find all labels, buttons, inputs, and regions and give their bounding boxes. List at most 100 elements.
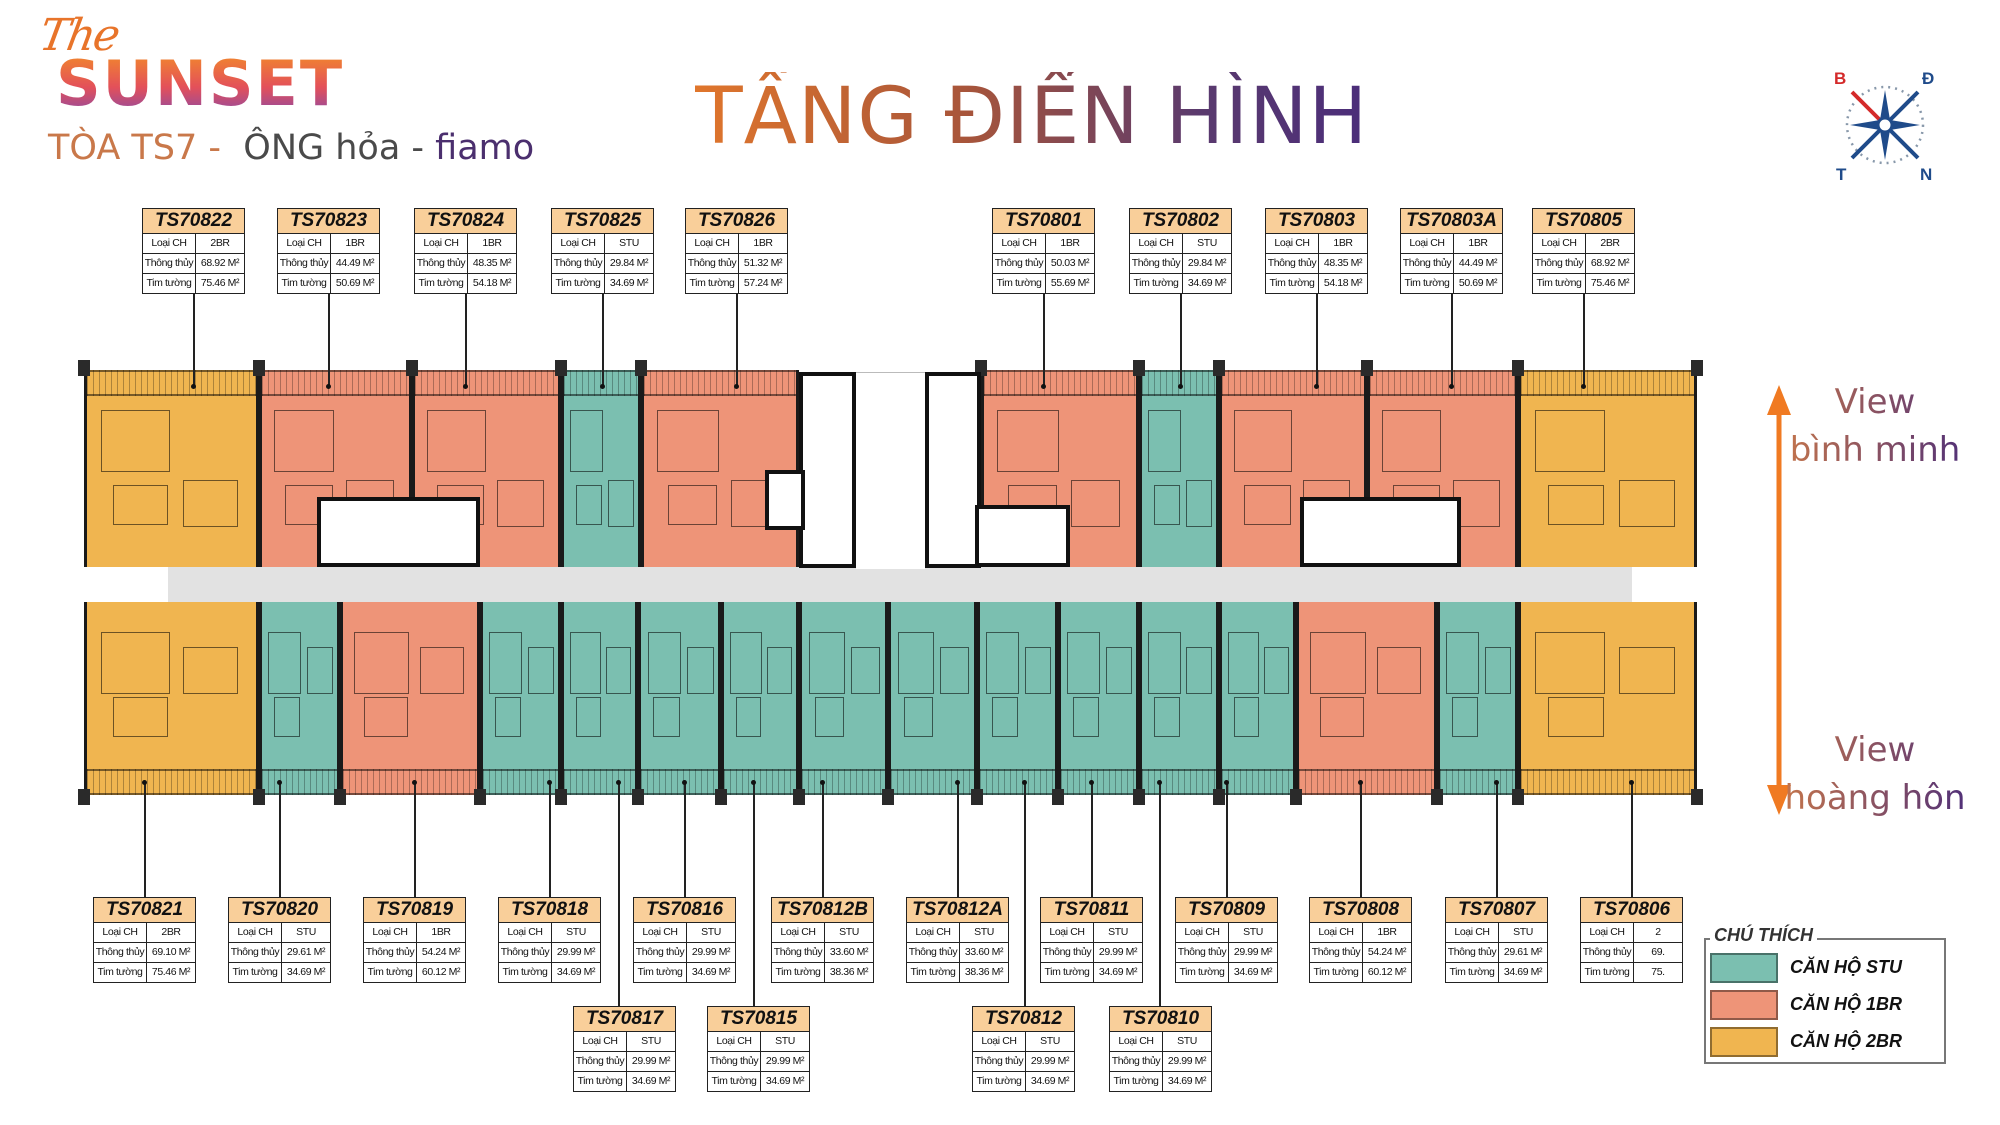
field-label-net: Thông thủy	[708, 1052, 761, 1071]
legend-label-stu: CĂN HỘ STU	[1790, 957, 1902, 977]
unit-code: TS70801	[993, 209, 1094, 234]
column	[1691, 789, 1703, 805]
field-value-gross: 38.36 M²	[829, 966, 869, 978]
corridor	[168, 566, 1632, 604]
floor-plan-unit	[1296, 602, 1437, 795]
bathroom-outline	[346, 480, 395, 527]
field-label-net: Thông thủy	[94, 943, 147, 962]
field-label-gross: Tim tường	[1110, 1072, 1163, 1091]
floor-plan-unit	[1219, 370, 1367, 567]
room-outline	[1535, 632, 1606, 694]
field-label-net: Thông thủy	[634, 943, 687, 962]
compass-n: N	[1920, 165, 1932, 183]
leader-dot	[616, 780, 621, 785]
room-outline	[986, 632, 1020, 694]
leader-dot	[1494, 780, 1499, 785]
field-value-net: 51.32 M²	[743, 257, 783, 269]
field-label-net: Thông thủy	[1130, 254, 1183, 273]
field-label-type: Loại CH	[229, 923, 282, 942]
room-outline	[647, 632, 682, 694]
column	[882, 789, 894, 805]
subtitle-tower: TÒA TS7 -	[48, 128, 233, 168]
field-label-gross: Tim tường	[229, 963, 282, 982]
floor-plan-unit	[84, 602, 259, 795]
leader-line	[465, 290, 467, 385]
field-label-gross: Tim tường	[1130, 274, 1183, 293]
field-label-type: Loại CH	[1110, 1032, 1163, 1051]
field-value-type: STU	[1197, 237, 1217, 249]
leader-line	[414, 782, 416, 897]
leader-dot	[955, 780, 960, 785]
unit-code: TS70807	[1446, 898, 1547, 923]
floor-plan-unit	[888, 602, 977, 795]
unit-code: TS70818	[499, 898, 600, 923]
field-label-net: Thông thủy	[552, 254, 605, 273]
column	[1213, 360, 1225, 376]
balcony	[1061, 769, 1136, 795]
compass-icon: B Đ T N	[1830, 68, 1940, 184]
leader-line	[1024, 782, 1026, 1006]
floor-plan-unit	[412, 370, 561, 567]
legend-swatch-2br	[1710, 1027, 1778, 1057]
field-value-type: 2BR	[210, 237, 230, 249]
leader-line	[1180, 290, 1182, 385]
column	[632, 789, 644, 805]
field-label-gross: Tim tường	[1041, 963, 1094, 982]
leader-line	[684, 782, 686, 897]
field-label-net: Thông thủy	[229, 943, 282, 962]
unit-code: TS70806	[1581, 898, 1682, 923]
field-value-net: 29.61 M²	[1503, 946, 1543, 958]
room-outline	[274, 410, 335, 472]
floor-plan-unit	[1219, 602, 1296, 795]
field-label-type: Loại CH	[1176, 923, 1229, 942]
leader-line	[1091, 782, 1093, 897]
unit-code: TS70805	[1533, 209, 1634, 234]
balcony	[1440, 769, 1515, 795]
field-label-net: Thông thủy	[364, 943, 417, 962]
leader-dot	[463, 384, 468, 389]
field-label-type: Loại CH	[574, 1032, 627, 1051]
unit-code: TS70812B	[772, 898, 873, 923]
field-value-type: STU	[296, 926, 316, 938]
floor-plan-unit	[641, 370, 799, 567]
column	[1361, 360, 1373, 376]
leader-dot	[600, 384, 605, 389]
field-label-type: Loại CH	[973, 1032, 1026, 1051]
field-label-type: Loại CH	[993, 234, 1046, 253]
bathroom-outline	[1264, 647, 1290, 694]
compass-b: B	[1834, 69, 1846, 88]
leader-dot	[326, 384, 331, 389]
field-value-gross: 75.46 M²	[151, 966, 191, 978]
elevator-core	[925, 372, 981, 568]
floor-plan-unit	[977, 602, 1058, 795]
floor-plan-unit	[799, 602, 888, 795]
bathroom-outline	[1303, 480, 1350, 527]
floor-plan-unit	[1058, 602, 1139, 795]
unit-code: TS70826	[686, 209, 787, 234]
leader-dot	[820, 780, 825, 785]
leader-line	[822, 782, 824, 897]
floor-plan-unit	[1139, 602, 1219, 795]
field-value-type: STU	[641, 1035, 661, 1047]
unit-code: TS70819	[364, 898, 465, 923]
